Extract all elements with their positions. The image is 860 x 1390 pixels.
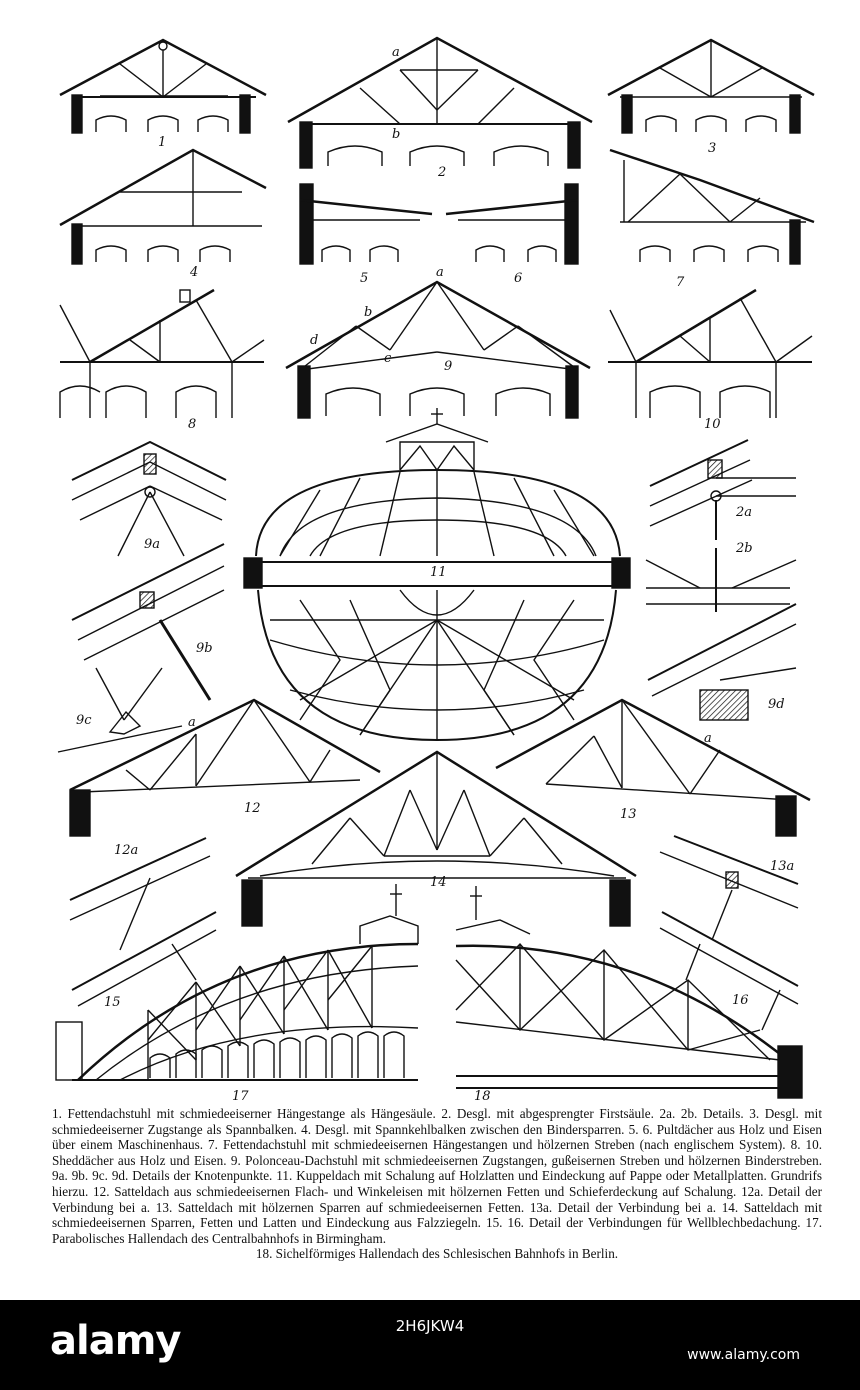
- label-fig-18: 18: [474, 1089, 491, 1100]
- detail-9b: [71, 543, 225, 701]
- label-fig-9: 9: [444, 359, 452, 374]
- figure-11-dome: [243, 408, 631, 742]
- alamy-logo: alamy: [50, 1318, 181, 1364]
- label-fig-12: 12: [244, 801, 261, 816]
- figure-7-truss: [609, 148, 815, 265]
- label-fig-14: 14: [430, 875, 447, 890]
- image-id: 2H6JKW4: [395, 1317, 465, 1335]
- caption-last-line: 18. Sichelförmiges Hallendach des Schles…: [255, 1246, 619, 1262]
- label-2a: 2a: [735, 505, 752, 520]
- figure-13-truss: [495, 698, 811, 837]
- detail-13a: [659, 835, 799, 941]
- figure-3-truss: [607, 38, 815, 134]
- detail-12a: [69, 837, 211, 951]
- label-2b: 2b: [735, 541, 753, 556]
- point-b-fig9: b: [364, 305, 372, 320]
- label-fig-11: 11: [430, 565, 447, 580]
- label-fig-8: 8: [188, 417, 196, 432]
- detail-2a: [649, 439, 796, 540]
- label-9c: 9c: [76, 713, 92, 728]
- figure-8-sawtooth: [59, 288, 265, 418]
- label-9a: 9a: [144, 537, 160, 552]
- point-d-fig9: d: [310, 333, 318, 348]
- label-fig-10: 10: [704, 417, 721, 432]
- point-b-fig2: b: [392, 127, 400, 142]
- figure-9-polonceau: [285, 280, 591, 419]
- label-fig-5: 5: [360, 271, 368, 286]
- figure-4-truss: [59, 148, 267, 265]
- figure-10-sawtooth: [608, 288, 813, 418]
- detail-16: [659, 911, 799, 1031]
- point-a-fig12: a: [188, 715, 196, 730]
- figure-18-sickle-hall: [455, 886, 803, 1099]
- point-a-fig2: a: [392, 45, 400, 60]
- label-9d: 9d: [768, 697, 785, 712]
- point-c-fig9: c: [384, 351, 392, 366]
- point-a-fig9: a: [436, 265, 444, 280]
- figure-14-truss: [235, 750, 637, 927]
- detail-9c: [57, 667, 183, 753]
- label-fig-1: 1: [158, 135, 166, 150]
- label-fig-3: 3: [708, 141, 716, 156]
- label-fig-15: 15: [104, 995, 121, 1010]
- label-fig-2: 2: [437, 165, 446, 180]
- figure-2-truss: [287, 36, 593, 169]
- detail-9a: [71, 440, 227, 557]
- label-fig-4: 4: [189, 265, 198, 280]
- engraving-plate: 1 2 3 4 5 6 7 8 9 10 11 12 13 14 15 16 1…: [52, 36, 822, 1262]
- detail-15: [71, 911, 217, 1007]
- label-12a: 12a: [114, 843, 138, 858]
- figure-12-truss: [69, 698, 381, 837]
- detail-2b: [645, 548, 797, 612]
- plate-caption: 1. Fettendachstuhl mit schmiedeeiserner …: [52, 1106, 822, 1262]
- detail-9d: [647, 603, 797, 721]
- label-13a: 13a: [770, 859, 794, 874]
- point-a-fig13: a: [704, 731, 712, 746]
- roof-truss-engravings: 1 2 3 4 5 6 7 8 9 10 11 12 13 14 15 16 1…: [55, 36, 815, 1104]
- point-letters: a b a b c d a a a: [188, 45, 712, 746]
- figure-1-truss: [59, 38, 267, 134]
- site-url: www.alamy.com: [687, 1347, 800, 1363]
- watermark-banner: [0, 1300, 860, 1390]
- label-fig-13: 13: [620, 807, 637, 822]
- figure-number-labels: 1 2 3 4 5 6 7 8 9 10 11 12 13 14 15 16 1…: [104, 135, 749, 1104]
- label-fig-6: 6: [514, 271, 522, 286]
- label-9b: 9b: [196, 641, 213, 656]
- figure-5-6-lean-to: [299, 183, 579, 265]
- figure-17-parabolic-hall: [55, 884, 419, 1081]
- label-fig-16: 16: [732, 993, 749, 1008]
- caption-main: 1. Fettendachstuhl mit schmiedeeiserner …: [52, 1106, 822, 1246]
- detail-labels: 9a 9b 9c 9d 2a 2b 12a 13a: [76, 505, 794, 874]
- label-fig-7: 7: [676, 275, 685, 290]
- label-fig-17: 17: [232, 1089, 249, 1100]
